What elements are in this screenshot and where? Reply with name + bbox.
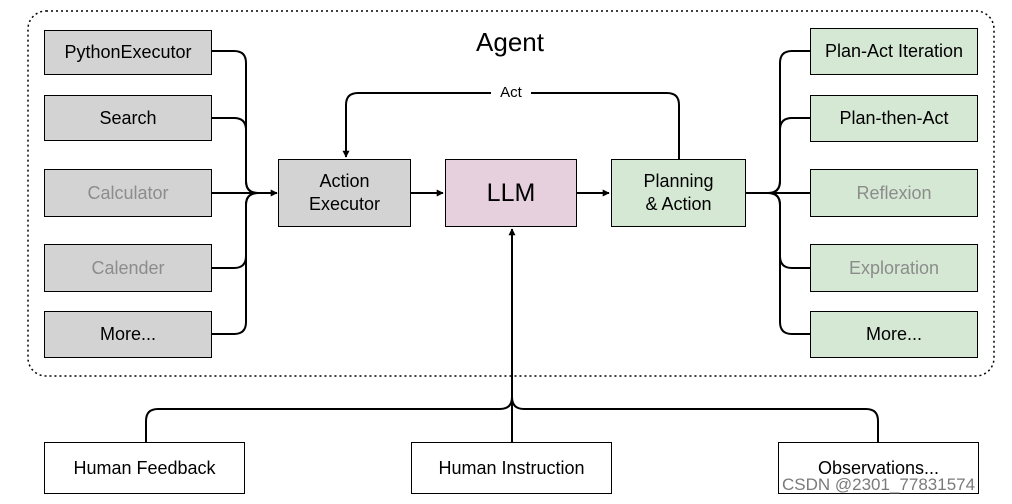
tool-label: PythonExecutor: [64, 42, 192, 62]
tool-label: Search: [99, 107, 157, 128]
act-label: Act: [491, 84, 531, 102]
strategy-label: More...: [865, 324, 922, 344]
connector-tool-5: [212, 192, 259, 335]
input-label: Observations...: [817, 457, 940, 478]
tool-label: Calculator: [87, 182, 169, 203]
strategy-more: More...: [810, 311, 978, 358]
strategy-plan-then-act: Plan-then-Act: [810, 95, 978, 142]
connector-strategy-5: [767, 192, 810, 335]
input-human-instruction: Human Instruction: [411, 442, 612, 494]
input-label: Human Instruction: [438, 457, 585, 478]
strategy-label: Reflexion: [856, 182, 932, 203]
connector-tool-2: [212, 117, 259, 194]
action-executor-line1: Action: [319, 171, 370, 191]
connector-strategy-4: [767, 192, 810, 269]
connector-tool-1: [212, 50, 268, 194]
input-observations: Observations...: [778, 442, 979, 494]
tool-calculator: Calculator: [44, 169, 212, 217]
connector-tool-4: [212, 192, 259, 269]
planning-line2: & Action: [645, 194, 712, 214]
llm-box: LLM: [445, 159, 577, 227]
tool-python-executor: PythonExecutor: [44, 30, 212, 75]
connector-strategy-1: [767, 50, 810, 194]
strategy-plan-act-iteration: Plan-Act Iteration: [810, 28, 978, 75]
connector-strategy-2: [767, 117, 810, 194]
connector-human-feedback: [145, 396, 513, 442]
action-executor-box: Action Executor: [278, 159, 411, 227]
input-human-feedback: Human Feedback: [44, 442, 245, 494]
act-loop-arrow: [342, 92, 680, 159]
agent-title: Agent: [476, 27, 544, 57]
tool-more: More...: [44, 311, 212, 358]
action-executor-line2: Executor: [308, 194, 381, 214]
strategy-label: Plan-then-Act: [839, 108, 949, 128]
watermark: CSDN @2301_77831574: [782, 475, 976, 494]
strategy-exploration: Exploration: [810, 244, 978, 292]
tool-label: More...: [99, 324, 156, 344]
planning-action-box: Planning & Action: [611, 159, 746, 227]
connector-observations: [511, 396, 879, 442]
strategy-label: Plan-Act Iteration: [824, 41, 964, 61]
tool-label: Calender: [91, 257, 165, 278]
tool-calender: Calender: [44, 244, 212, 292]
strategy-label: Exploration: [848, 257, 940, 278]
strategy-reflexion: Reflexion: [810, 169, 978, 217]
llm-label: LLM: [486, 178, 536, 207]
tool-search: Search: [44, 95, 212, 141]
input-label: Human Feedback: [73, 457, 216, 478]
planning-line1: Planning: [643, 171, 714, 191]
